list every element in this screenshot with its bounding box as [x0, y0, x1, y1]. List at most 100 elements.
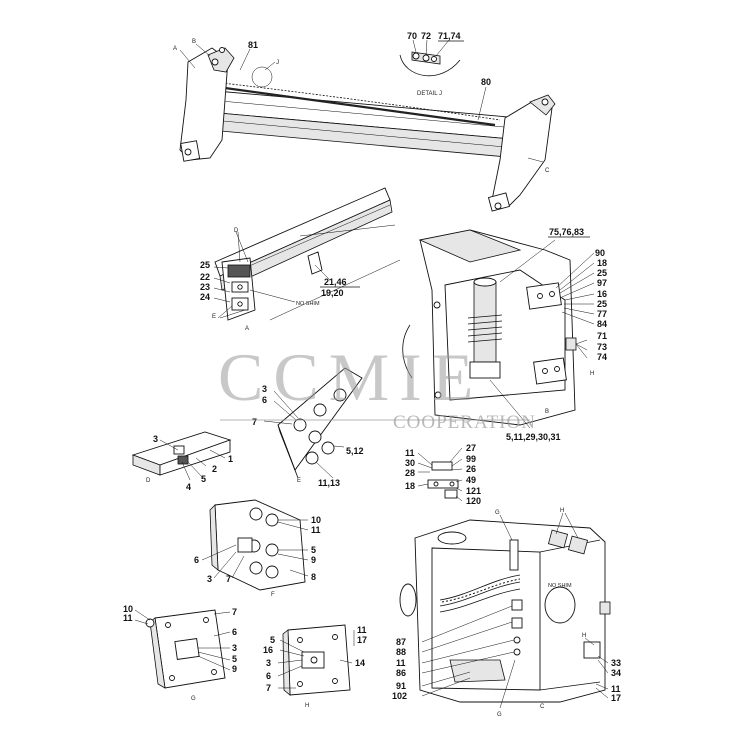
callout-11: 11 — [611, 684, 621, 694]
callout-2: 2 — [212, 464, 217, 474]
callout-24: 24 — [200, 292, 210, 302]
view-d: 3 2 1 4 5 D — [131, 431, 233, 492]
callout-80: 80 — [481, 77, 491, 87]
right-end-bracket — [491, 99, 553, 206]
callout-3: 3 — [262, 384, 267, 394]
watermark-brand: CCMIE — [218, 339, 483, 415]
top-assembly: 81 80 A B J C — [173, 39, 556, 212]
callout-30: 30 — [405, 458, 415, 468]
view-letter-d: D — [146, 478, 151, 484]
view-letter: G — [497, 712, 502, 718]
callout-33: 33 — [611, 658, 621, 668]
callout-97: 97 — [597, 278, 607, 288]
callout-11: 11 — [123, 613, 133, 623]
callout-90: 90 — [595, 248, 605, 258]
callout-22: 22 — [200, 272, 210, 282]
no-shim-note: NO SHIM — [296, 301, 320, 307]
view-letter: A — [173, 46, 177, 52]
callout-17: 17 — [611, 693, 621, 703]
callout-73: 73 — [597, 342, 607, 352]
callout-10: 10 — [123, 604, 133, 614]
view-letter: B — [545, 409, 549, 415]
side-fitting — [599, 601, 611, 615]
callout-3: 3 — [232, 643, 237, 653]
callout-72: 72 — [421, 31, 431, 41]
view-letter: A — [245, 326, 249, 332]
callout-75-76-83: 75,76,83 — [549, 227, 584, 237]
callout-28: 28 — [405, 468, 415, 478]
callout-25: 25 — [597, 299, 607, 309]
callout-27: 27 — [466, 443, 476, 453]
callout-7: 7 — [232, 607, 237, 617]
callout-5-12: 5,12 — [346, 446, 364, 456]
callout-18: 18 — [405, 481, 415, 491]
callout-3: 3 — [153, 434, 158, 444]
callout-1: 1 — [228, 454, 233, 464]
view-f: 10 11 5 9 6 3 7 8 F — [194, 499, 321, 598]
callout-5: 5 — [232, 654, 237, 664]
pump-box: 75,76,83 90 18 25 97 16 25 77 84 71 73 7… — [402, 227, 607, 442]
callout-11: 11 — [405, 448, 415, 458]
callout-71: 71 — [597, 331, 607, 341]
callout-3: 3 — [266, 658, 271, 668]
view-letter-g: G — [191, 696, 196, 702]
rail-section: 25 22 23 24 21,46 19,20 NO SHIM D E A — [200, 187, 401, 332]
callout-6: 6 — [194, 555, 199, 565]
callout-11: 11 — [357, 625, 367, 635]
callout-6: 6 — [266, 671, 271, 681]
view-e: 3 6 7 5,12 11,13 E — [252, 367, 364, 488]
callout-91: 91 — [396, 681, 406, 691]
callout-23: 23 — [200, 282, 210, 292]
cable-run — [221, 82, 501, 121]
callout-5: 5 — [311, 545, 316, 555]
detail-j: 70 72 71,74 DETAIL J — [399, 31, 464, 97]
callout-8: 8 — [311, 572, 316, 582]
view-letter: H — [560, 508, 564, 514]
callout-4: 4 — [186, 482, 191, 492]
view-letter: G — [495, 510, 500, 516]
callout-19-20: 19,20 — [321, 288, 344, 298]
view-letter: H — [590, 371, 594, 377]
view-letter: B — [192, 39, 196, 45]
callout-14: 14 — [355, 658, 365, 668]
callout-10: 10 — [311, 515, 321, 525]
callout-87: 87 — [396, 637, 406, 647]
callout-3: 3 — [207, 574, 212, 584]
view-letter-h: H — [305, 703, 309, 709]
callout-17: 17 — [357, 635, 367, 645]
callout-11-13: 11,13 — [318, 478, 340, 488]
callout-84: 84 — [597, 319, 607, 329]
view-letter-f: F — [271, 592, 275, 598]
watermark: CCMIE COOPERATION — [218, 339, 536, 433]
detail-j-frame — [399, 54, 461, 77]
callout-102: 102 — [392, 691, 407, 701]
callout-21-46: 21,46 — [324, 277, 347, 287]
callout-86: 86 — [396, 668, 406, 678]
view-letter: C — [545, 168, 550, 174]
callout-25: 25 — [200, 260, 210, 270]
callout-16: 16 — [597, 289, 607, 299]
callout-70: 70 — [407, 31, 417, 41]
callout-120: 120 — [466, 496, 481, 506]
view-letter: E — [212, 314, 216, 320]
view-letter: H — [582, 633, 586, 639]
callout-81: 81 — [248, 40, 258, 50]
callout-88: 88 — [396, 647, 406, 657]
callout-16: 16 — [263, 645, 273, 655]
callout-7: 7 — [252, 417, 257, 427]
callout-9: 9 — [311, 555, 316, 565]
callout-7: 7 — [266, 683, 271, 693]
pump-spring — [467, 314, 503, 343]
callout-121: 121 — [466, 486, 481, 496]
callout-77: 77 — [597, 309, 607, 319]
frame-box: NO SHIM G H H G C 87 88 11 86 91 102 33 … — [392, 508, 621, 718]
callout-9: 9 — [232, 664, 237, 674]
view-h: 5 16 3 6 7 11 17 14 H — [263, 624, 367, 709]
watermark-subtitle: COOPERATION — [393, 412, 536, 433]
callout-18: 18 — [597, 258, 607, 268]
view-letter: J — [276, 60, 279, 66]
callout-26: 26 — [466, 464, 476, 474]
callout-5: 5 — [270, 635, 275, 645]
